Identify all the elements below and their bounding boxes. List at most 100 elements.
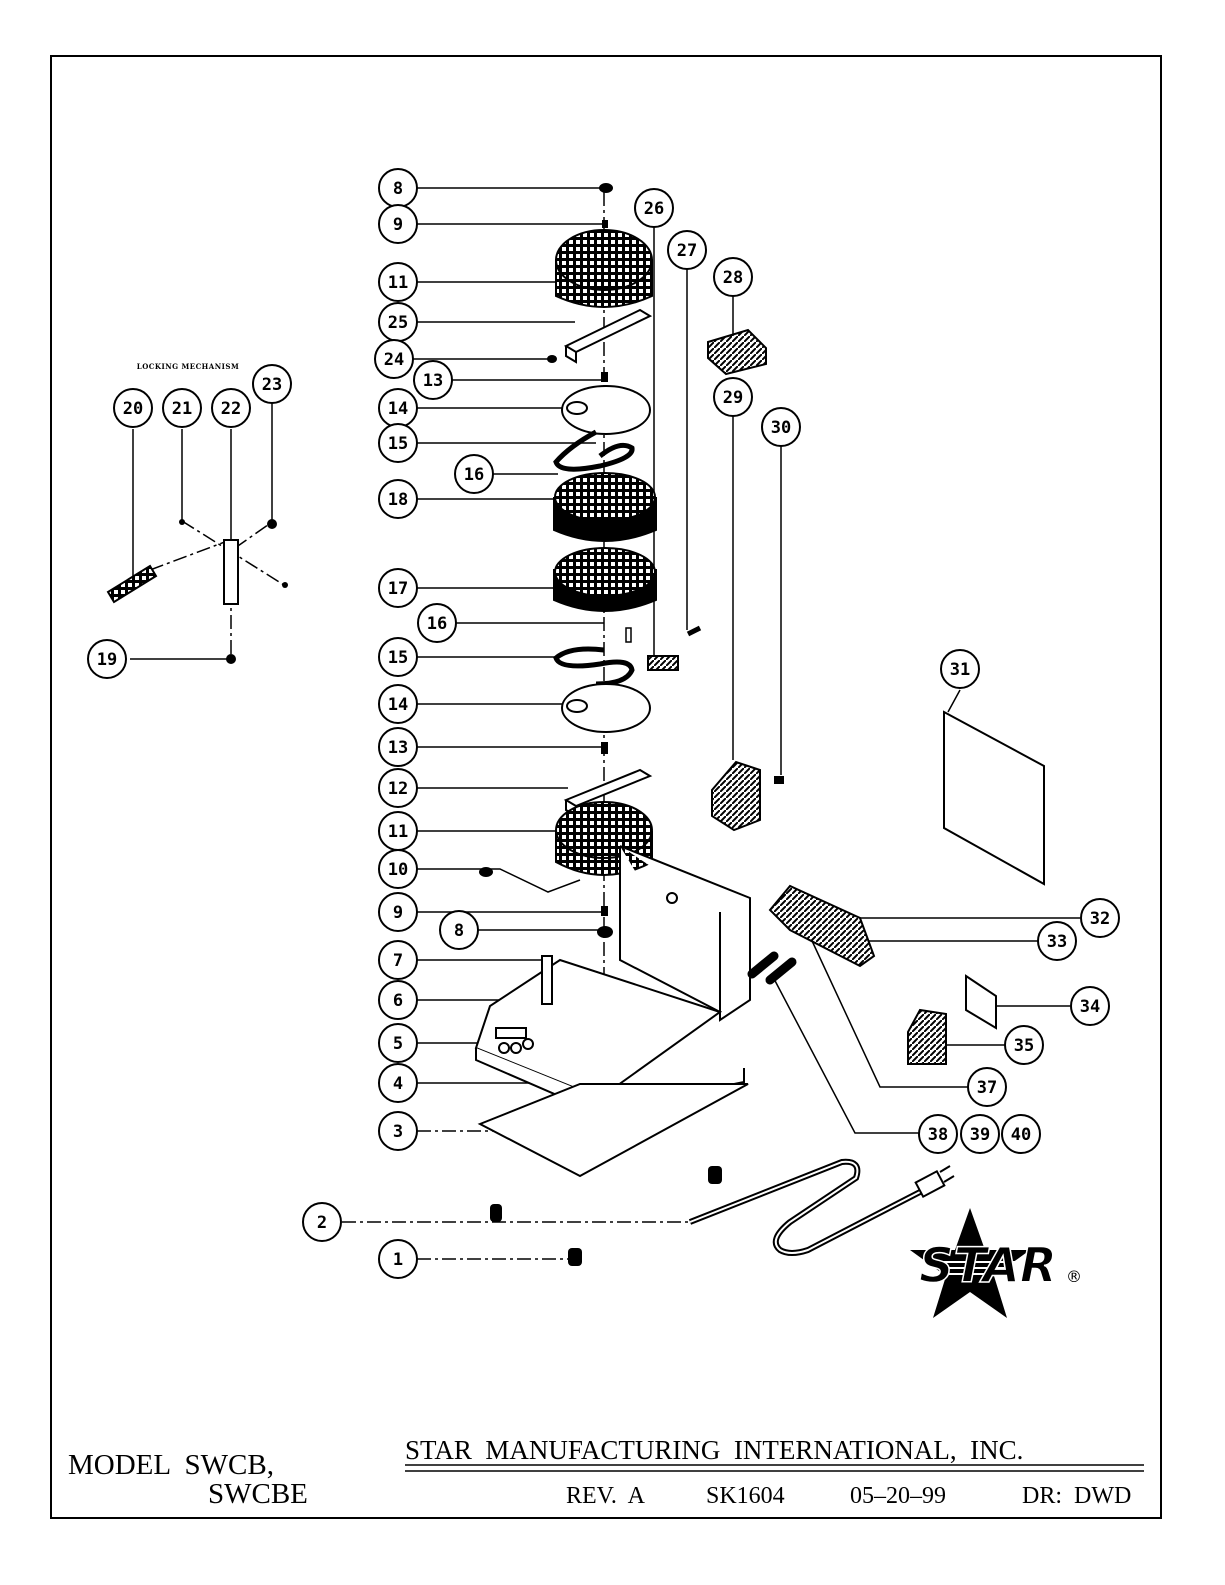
callout-15: 15 (379, 424, 417, 462)
screw-30 (774, 776, 784, 784)
housing (476, 846, 750, 1112)
callout-9: 9 (379, 205, 417, 243)
heat-plate-upper (562, 386, 650, 434)
svg-text:14: 14 (388, 399, 408, 419)
callout-29: 29 (714, 378, 752, 416)
callout-40: 40 (1002, 1115, 1040, 1153)
svg-text:2: 2 (317, 1213, 327, 1233)
logo-text: STAR (919, 1238, 1057, 1294)
callout-5: 5 (379, 1024, 417, 1062)
svg-text:40: 40 (1011, 1125, 1031, 1145)
callout-22: 22 (212, 389, 250, 427)
callout-38: 38 (919, 1115, 957, 1153)
svg-text:15: 15 (388, 648, 408, 668)
screw-21 (179, 519, 185, 525)
callout-2: 2 (303, 1203, 341, 1241)
nut-19 (226, 654, 236, 664)
svg-text:12: 12 (388, 779, 408, 799)
svg-text:13: 13 (388, 738, 408, 758)
screw-10 (479, 867, 493, 877)
svg-text:20: 20 (123, 399, 143, 419)
svg-text:10: 10 (388, 860, 408, 880)
heat-plate-lower (562, 684, 650, 732)
svg-text:21: 21 (172, 399, 192, 419)
svg-text:16: 16 (464, 465, 484, 485)
callout-16: 16 (455, 455, 493, 493)
svg-text:17: 17 (388, 579, 408, 599)
callout-8: 8 (379, 169, 417, 207)
switch-28 (708, 330, 766, 374)
svg-text:38: 38 (928, 1125, 948, 1145)
nut-bottom (597, 926, 613, 938)
svg-text:23: 23 (262, 375, 282, 395)
model-line-1: MODEL SWCB, (68, 1449, 274, 1481)
terminal-26 (648, 656, 678, 670)
callout-25: 25 (379, 303, 417, 341)
callout-9: 9 (379, 893, 417, 931)
fan-guard-lower (556, 802, 652, 875)
callout-8: 8 (440, 911, 478, 949)
svg-text:5: 5 (393, 1034, 403, 1054)
callout-19: 19 (88, 640, 126, 678)
svg-text:8: 8 (454, 921, 464, 941)
svg-text:34: 34 (1080, 997, 1100, 1017)
terminal-block-32 (770, 886, 874, 966)
svg-text:6: 6 (393, 991, 403, 1011)
svg-text:13: 13 (423, 371, 443, 391)
svg-text:9: 9 (393, 215, 403, 235)
svg-text:11: 11 (388, 273, 408, 293)
washer-bottom (601, 906, 608, 916)
svg-text:27: 27 (677, 241, 697, 261)
svg-text:28: 28 (723, 268, 743, 288)
knob-23 (267, 519, 277, 529)
spacer-13b (601, 742, 608, 754)
title-block: MODEL SWCB, SWCBE STAR MANUFACTURING INT… (68, 1435, 1144, 1510)
cooking-basket-lower (554, 548, 656, 611)
callout-6: 6 (379, 981, 417, 1019)
callout-7: 7 (379, 941, 417, 979)
screw-24 (547, 355, 557, 363)
foot-2b (708, 1166, 722, 1184)
callout-33: 33 (1038, 922, 1076, 960)
callout-35: 35 (1005, 1026, 1043, 1064)
side-panel-31 (944, 712, 1044, 884)
svg-text:7: 7 (393, 951, 403, 971)
revision: REV. A (566, 1483, 646, 1509)
heating-element-lower (556, 649, 632, 684)
svg-text:37: 37 (977, 1078, 997, 1098)
callout-14: 14 (379, 389, 417, 427)
heating-element-upper (556, 432, 632, 469)
callout-11: 11 (379, 263, 417, 301)
registered-mark: ® (1066, 1267, 1082, 1286)
model-line-2: SWCBE (208, 1478, 308, 1510)
callout-27: 27 (668, 231, 706, 269)
drawing-date: 05–20–99 (850, 1483, 946, 1509)
svg-text:31: 31 (950, 660, 970, 680)
drawn-by: DR: DWD (1022, 1483, 1131, 1509)
bushings-38-40 (752, 956, 792, 980)
callout-13: 13 (414, 361, 452, 399)
svg-text:18: 18 (388, 490, 408, 510)
callout-14: 14 (379, 685, 417, 723)
svg-text:3: 3 (393, 1122, 403, 1142)
svg-text:22: 22 (221, 399, 241, 419)
star-logo: STAR ® (905, 1208, 1082, 1318)
bracket-7 (542, 956, 552, 1004)
svg-text:4: 4 (393, 1074, 403, 1094)
svg-text:16: 16 (427, 614, 447, 634)
svg-text:1: 1 (393, 1250, 403, 1270)
callout-10: 10 (379, 850, 417, 888)
fan-guard-top (556, 230, 652, 307)
cooking-basket-upper (554, 473, 656, 541)
power-cord (690, 1162, 954, 1253)
svg-text:19: 19 (97, 650, 117, 670)
callout-24: 24 (375, 340, 413, 378)
callout-34: 34 (1071, 987, 1109, 1025)
switch-box-35 (908, 1010, 946, 1064)
svg-text:11: 11 (388, 822, 408, 842)
svg-text:8: 8 (393, 179, 403, 199)
svg-text:33: 33 (1047, 932, 1067, 952)
callout-26: 26 (635, 189, 673, 227)
locking-mechanism-label: LOCKING MECHANISM (137, 362, 239, 371)
